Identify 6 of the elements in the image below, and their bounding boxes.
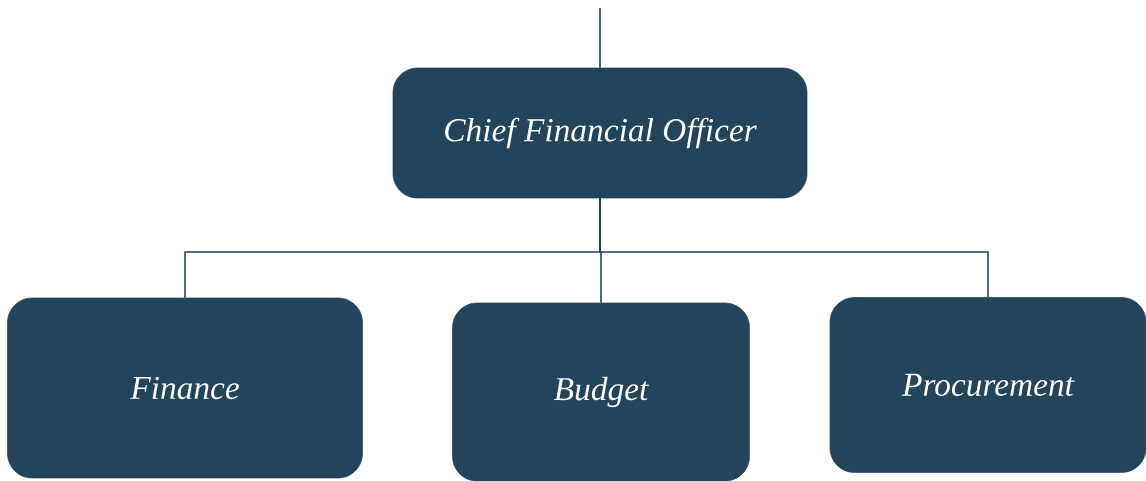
org-box: Finance: [7, 297, 363, 479]
connector-line: [599, 197, 989, 298]
connector-line: [599, 7, 601, 69]
org-box: Budget: [452, 302, 750, 481]
org-box: Procurement: [829, 297, 1146, 473]
org-box: Chief Financial Officer: [392, 67, 808, 199]
